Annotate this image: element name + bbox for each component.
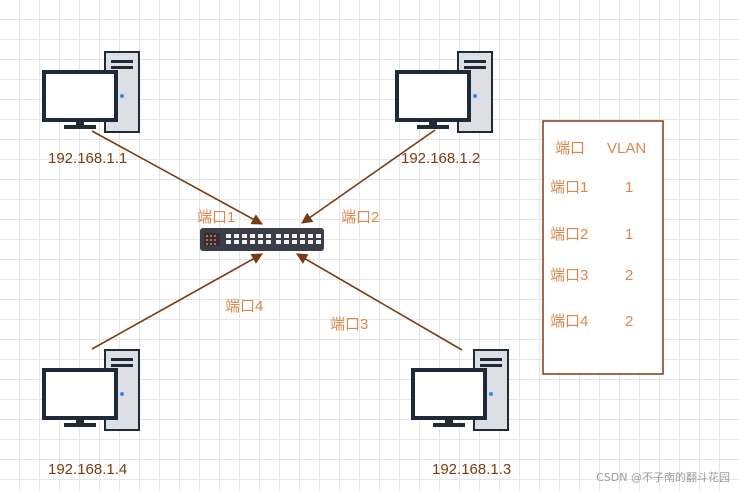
host1-ip-label: 192.168.1.1 <box>48 150 128 167</box>
computer-icon-host4 <box>42 349 140 431</box>
switch-port <box>292 240 297 244</box>
switch-port <box>316 240 321 244</box>
vlan-table-header-vlan: VLAN <box>607 140 647 157</box>
vlan-table-row3-vlan: 2 <box>625 267 634 284</box>
vlan-table-border <box>542 120 664 375</box>
link-host4-port4 <box>91 253 263 350</box>
switch-port <box>308 234 313 238</box>
switch-port <box>266 234 271 238</box>
watermark: CSDN @不子南的翻斗花园 <box>596 471 730 484</box>
computer-icon-host1 <box>42 51 140 133</box>
port1-label: 端口1 <box>197 209 236 226</box>
switch-port <box>250 240 255 244</box>
switch-port <box>250 234 255 238</box>
switch-port <box>258 234 263 238</box>
switch-port <box>234 240 239 244</box>
link-host3-port3 <box>296 253 463 351</box>
switch-port <box>300 234 305 238</box>
switch-port <box>258 240 263 244</box>
host2-ip-label: 192.168.1.2 <box>401 150 481 167</box>
vlan-table-row3-port: 端口3 <box>550 267 589 284</box>
switch-port <box>242 234 247 238</box>
vlan-table-row1-port: 端口1 <box>550 179 589 196</box>
switch-port <box>226 240 231 244</box>
vlan-table-row2-port: 端口2 <box>550 226 589 243</box>
computer-icon-host3 <box>411 349 509 431</box>
host4-ip-label: 192.168.1.4 <box>48 461 128 478</box>
switch-port <box>316 234 321 238</box>
switch-icon <box>200 228 324 251</box>
vlan-table-row1-vlan: 1 <box>625 179 634 196</box>
port3-label: 端口3 <box>330 316 369 333</box>
computer-icon-host2 <box>395 51 493 133</box>
port2-label: 端口2 <box>341 209 380 226</box>
switch-port <box>284 234 289 238</box>
vlan-table-row4-port: 端口4 <box>550 313 589 330</box>
vlan-table-row2-vlan: 1 <box>625 226 634 243</box>
switch-port <box>242 240 247 244</box>
vlan-table-header-port: 端口 <box>555 140 586 157</box>
switch-port <box>284 240 289 244</box>
switch-port <box>276 234 281 238</box>
switch-port <box>276 240 281 244</box>
link-host1-port1 <box>91 130 263 225</box>
switch-port <box>300 240 305 244</box>
vlan-table-row4-vlan: 2 <box>625 313 634 330</box>
switch-port <box>234 234 239 238</box>
port4-label: 端口4 <box>225 298 264 315</box>
link-host2-port2 <box>301 129 436 224</box>
switch-port <box>308 240 313 244</box>
host3-ip-label: 192.168.1.3 <box>432 461 512 478</box>
switch-port <box>226 234 231 238</box>
switch-port <box>266 240 271 244</box>
switch-port <box>292 234 297 238</box>
